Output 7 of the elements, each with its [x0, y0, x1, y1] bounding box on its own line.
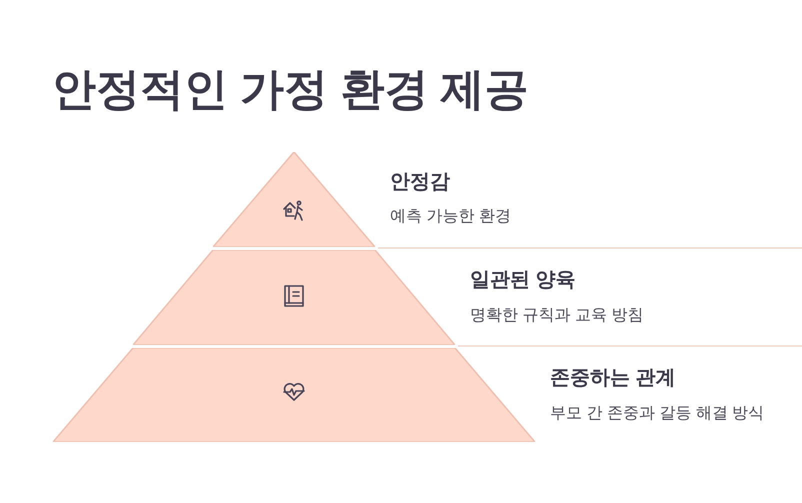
tier-heading: 일관된 양육	[470, 268, 576, 293]
tier-description: 부모 간 존중과 갈등 해결 방식	[550, 404, 764, 424]
tier-description: 명확한 규칙과 교육 방침	[470, 306, 644, 326]
tier-heading: 존중하는 관계	[550, 366, 676, 391]
tier-description: 예측 가능한 환경	[390, 207, 511, 227]
title: 안정적인 가정 환경 제공	[52, 64, 529, 116]
tier-heading: 안정감	[390, 170, 450, 195]
